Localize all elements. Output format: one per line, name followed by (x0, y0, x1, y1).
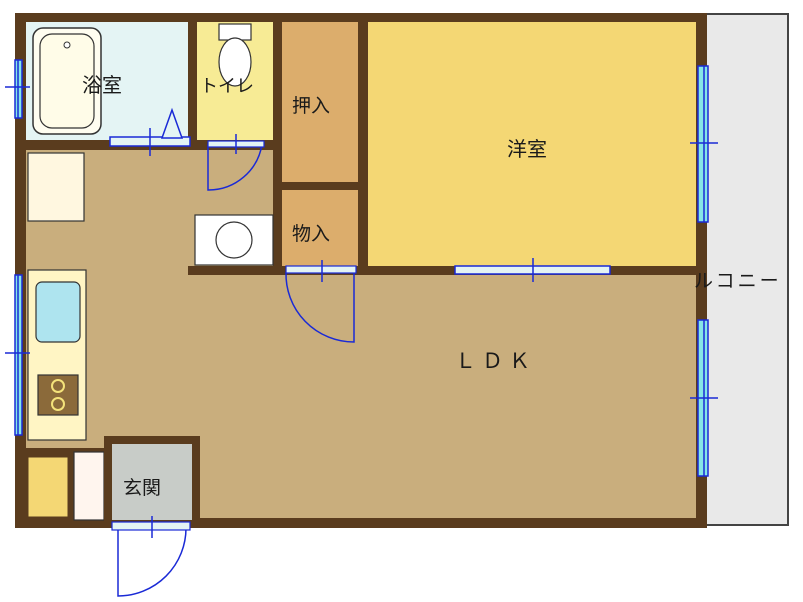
wall-toilet-closet (273, 20, 282, 270)
wall-bath-toilet (188, 20, 197, 150)
storage-floor (282, 190, 358, 268)
bath-door-marker (160, 107, 184, 139)
balcony-label-clip: バルコニー (672, 270, 782, 292)
closet-floor (282, 22, 358, 182)
shoe-cabinet (73, 451, 105, 521)
bathtub-inner (39, 33, 95, 129)
western-floor (368, 22, 696, 266)
door-swing-storage (285, 271, 355, 343)
room-label-toilet: トイレ (200, 76, 254, 97)
corridor-floor (100, 274, 210, 444)
room-label-closet: 押入 (292, 95, 330, 117)
room-label-ldk: ＬＤＫ (455, 349, 536, 373)
wall-western-left (358, 20, 368, 270)
window-western (697, 65, 709, 223)
stove-icon (37, 374, 79, 416)
ldk-floor-main (200, 274, 696, 518)
room-label-bath: 浴室 (82, 73, 122, 97)
balcony-area (705, 13, 789, 526)
toilet-bowl-icon (218, 37, 252, 87)
lower-storage (25, 454, 71, 520)
washbasin-bowl-icon (215, 221, 253, 259)
wall-western-bottom (188, 266, 698, 275)
room-label-entrance: 玄関 (123, 477, 161, 499)
bath-drain-icon (63, 41, 71, 49)
fridge-space (27, 152, 85, 222)
entrance-floor (112, 444, 192, 520)
sink-icon (35, 281, 81, 343)
door-swing-entrance (117, 527, 187, 597)
room-label-western: 洋室 (507, 137, 547, 161)
door-swing-toilet (207, 143, 263, 191)
room-label-storage: 物入 (292, 223, 330, 245)
wall-closet-storage (282, 182, 368, 190)
burner-icon-2 (51, 397, 65, 411)
burner-icon (51, 379, 65, 393)
room-label-balcony: バルコニー (672, 270, 782, 292)
